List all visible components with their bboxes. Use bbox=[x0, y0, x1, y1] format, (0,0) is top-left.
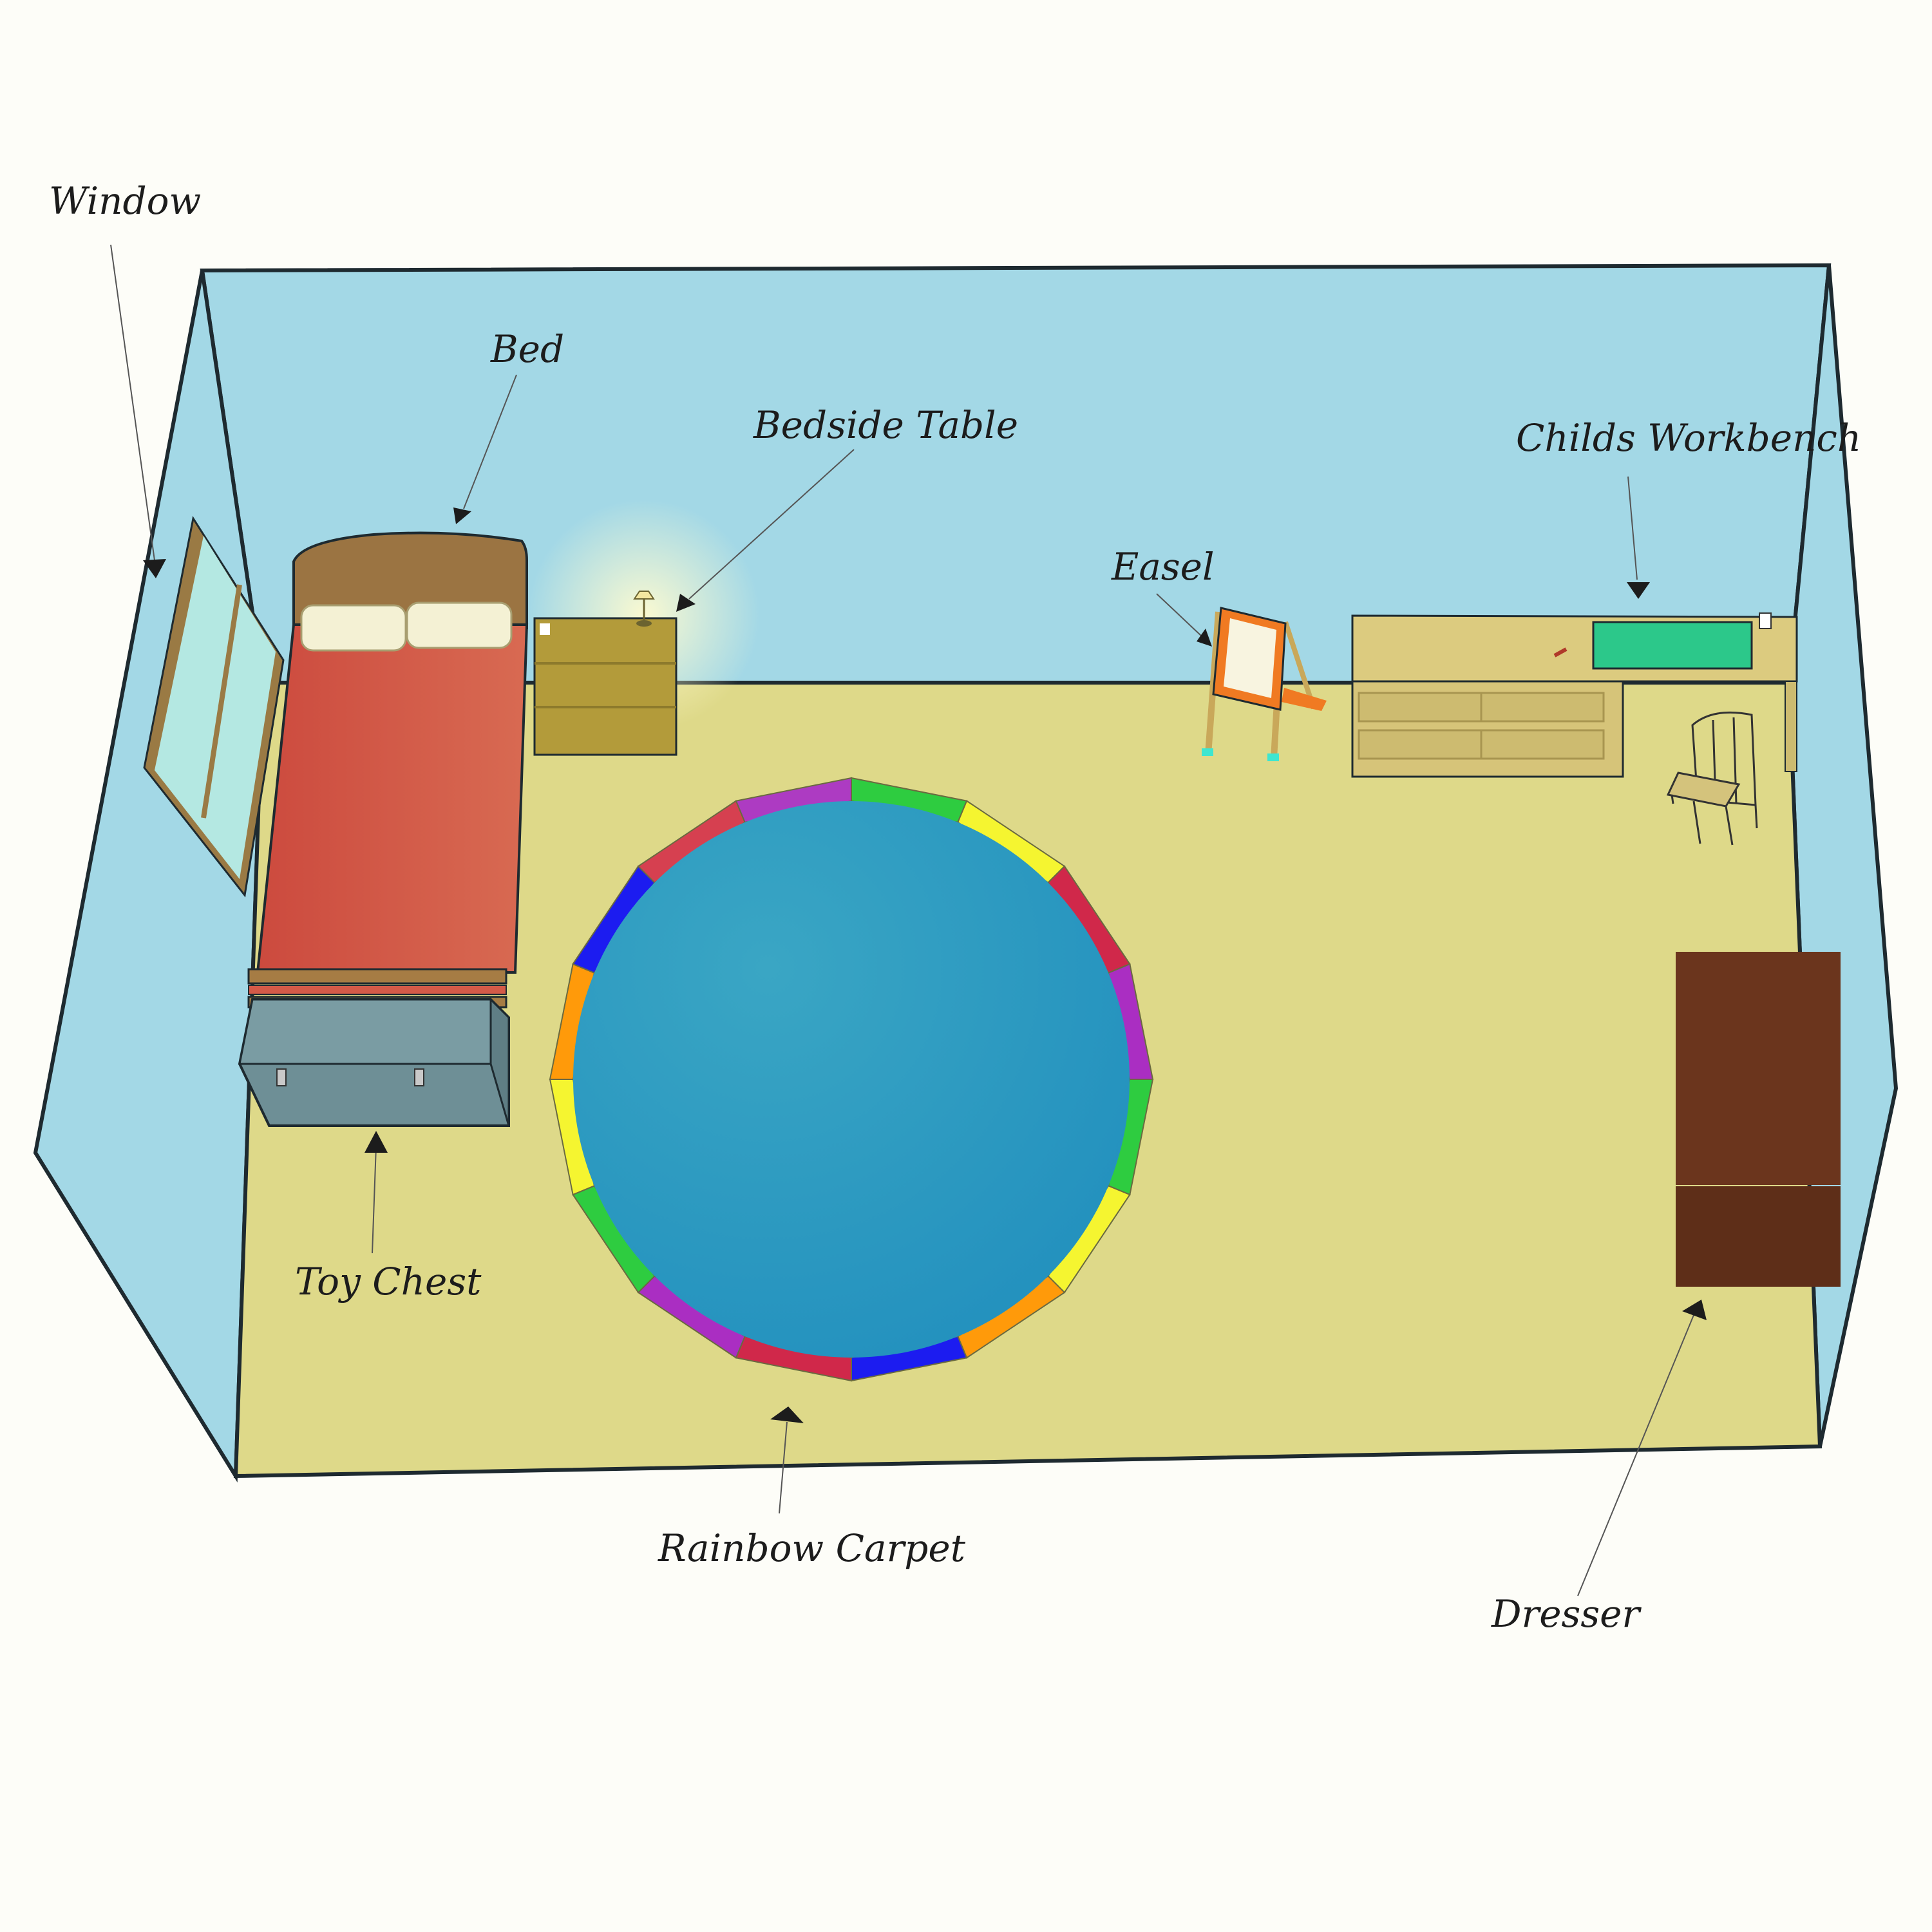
rainbow-carpet bbox=[549, 777, 1154, 1382]
label-dresser: Dresser bbox=[1491, 1592, 1642, 1636]
label-toy-chest: Toy Chest bbox=[295, 1260, 482, 1303]
easel bbox=[1202, 607, 1327, 761]
label-rainbow-carpet: Rainbow Carpet bbox=[658, 1526, 966, 1570]
label-childs-workbench: Childs Workbench bbox=[1516, 416, 1861, 460]
label-easel: Easel bbox=[1111, 545, 1215, 589]
label-bedside-table: Bedside Table bbox=[753, 403, 1018, 447]
bedside-table bbox=[533, 591, 677, 756]
childs-workbench bbox=[1351, 612, 1798, 778]
window bbox=[143, 516, 285, 898]
label-window: Window bbox=[49, 179, 201, 223]
toy-chest bbox=[238, 997, 510, 1127]
label-bed: Bed bbox=[490, 327, 564, 371]
dresser bbox=[1676, 952, 1841, 1287]
carpet-center bbox=[573, 801, 1130, 1358]
annotation-lines bbox=[110, 244, 1707, 1596]
chair bbox=[1666, 711, 1758, 846]
bed bbox=[247, 531, 529, 1009]
